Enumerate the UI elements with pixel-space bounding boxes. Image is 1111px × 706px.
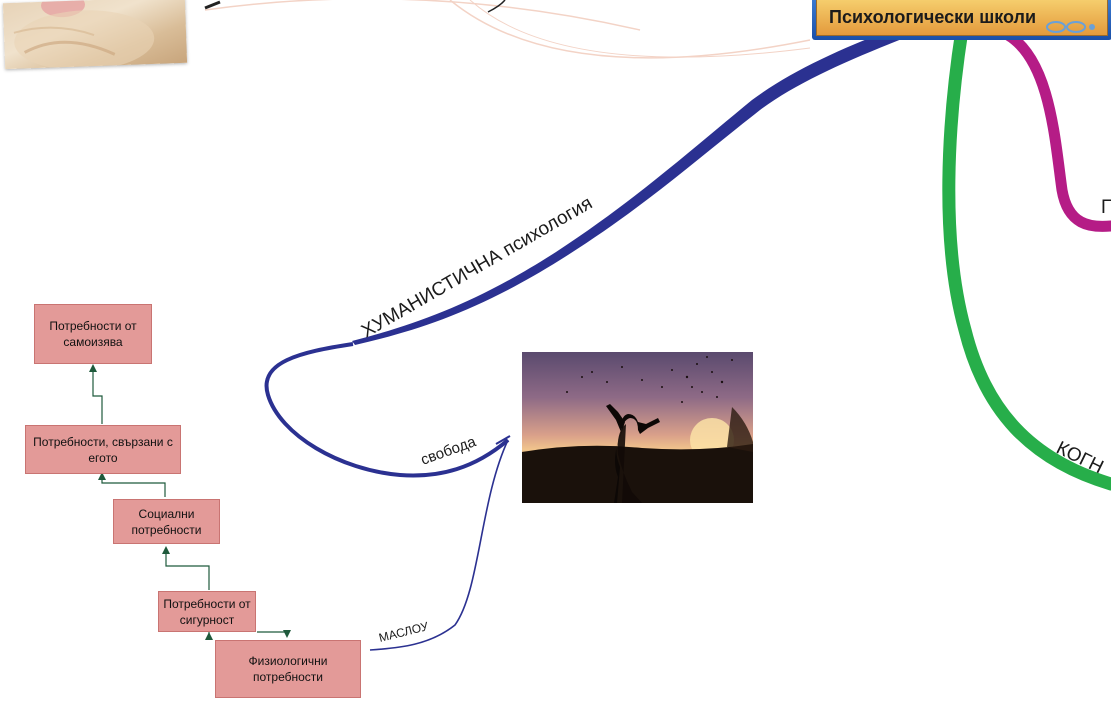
arrow-ego-to-self [92,372,103,424]
pink-branch-label: П [1101,197,1111,218]
decorative-swirl-icon [1046,21,1095,33]
freedom-photo[interactable] [522,352,753,503]
maslow-box-ego[interactable]: Потребности, свързани с егото [25,425,181,474]
freedom-branch[interactable] [264,342,510,478]
maslow-box-physiological[interactable]: Физиологични потребности [215,640,361,698]
maslow-box-label: Потребности, свързани с егото [33,434,173,465]
maslow-label: МАСЛОУ [377,619,430,645]
freedom-link [495,435,511,445]
central-topic-inner: Психологически школи [816,0,1108,36]
cognitive-branch[interactable] [942,23,1111,491]
maslow-box-security[interactable]: Потребности от сигурност [158,591,256,632]
central-topic-title: Психологически школи [829,6,1037,27]
decor-curve-1 [204,0,641,31]
pink-branch[interactable] [1002,29,1111,232]
humanistic-branch[interactable] [352,20,925,345]
decor-curve-3 [469,0,811,58]
cat-photo-art [13,0,155,70]
maslow-box-label: Социални потребности [131,506,202,537]
maslow-box-social[interactable]: Социални потребности [113,499,220,544]
maslow-branch[interactable] [369,439,509,651]
decor-curve-2 [449,0,811,59]
maslow-box-label: Физиологични потребности [248,654,328,684]
maslow-box-label: Потребности от сигурност [163,596,251,627]
arrow-security-to-social [165,550,210,590]
maslow-box-label: Потребности от самоизява [49,319,137,349]
central-topic-node[interactable]: Психологически школи [812,0,1111,40]
decor-paren [487,0,506,13]
pyramid-arrowheads [89,364,291,640]
freedom-photo-art [522,356,753,503]
decor-tick [204,0,221,10]
arrow-security-to-phys [257,631,288,634]
cat-photo[interactable] [2,0,188,70]
arrow-social-to-ego [101,474,166,497]
maslow-box-self-actualization[interactable]: Потребности от самоизява [34,304,152,364]
humanistic-label: ХУМАНИСТИЧНА психология [358,193,596,343]
